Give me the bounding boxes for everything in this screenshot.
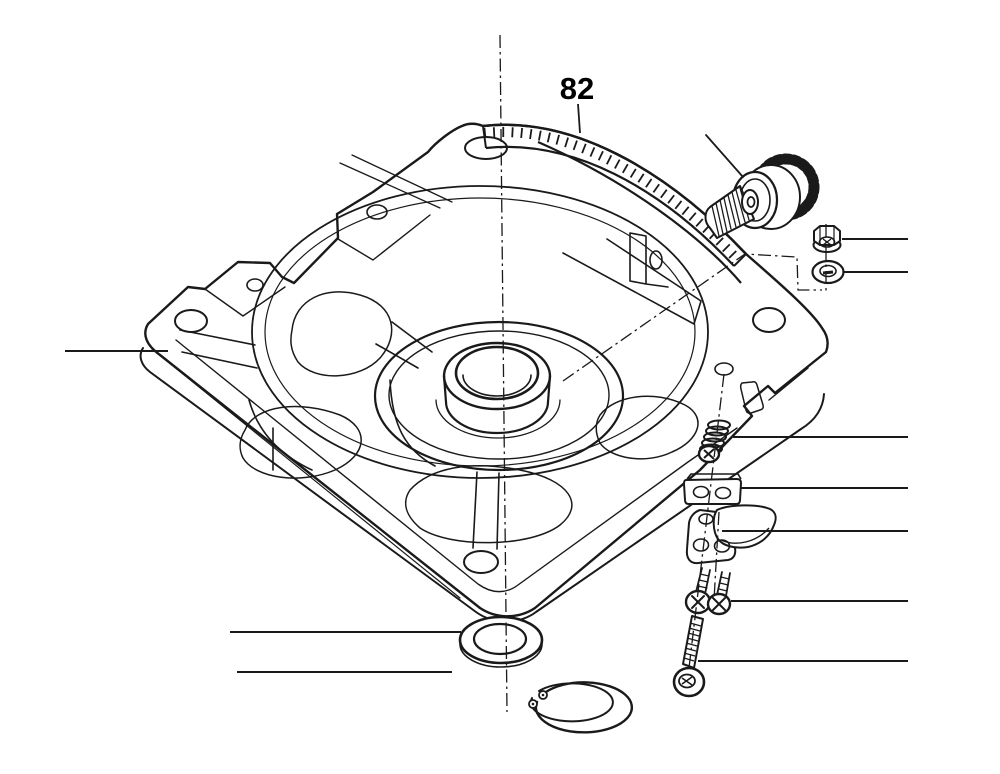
scale-fence-edge <box>537 140 742 284</box>
tab-hole-upper <box>366 204 388 220</box>
center-boss <box>373 320 625 472</box>
knurled-worm-knob <box>704 134 820 239</box>
flat-washer-large <box>458 615 544 668</box>
worm-shaft <box>704 185 759 239</box>
center-bore <box>454 345 540 401</box>
tab-hole-left <box>246 278 264 292</box>
pan-head-screws <box>684 567 732 616</box>
retaining-ring <box>528 681 634 734</box>
part-label-group: 82 <box>560 71 594 134</box>
pan-screw-1 <box>684 567 712 615</box>
part-label-leader-line <box>577 103 581 134</box>
bolt-hole-bottom <box>463 550 499 574</box>
main-centerline <box>499 34 508 713</box>
bracket-flag <box>712 504 777 549</box>
scale-end-caps <box>482 125 747 267</box>
pan-screw-2 <box>706 571 732 616</box>
part-number-label: 82 <box>560 71 594 106</box>
center-lines <box>499 34 827 713</box>
clamp-block <box>683 473 742 505</box>
knob-leader-line <box>705 134 744 178</box>
flat-washer-small <box>811 259 845 285</box>
base-casting <box>139 122 829 623</box>
pointer-bracket <box>685 504 777 565</box>
interior-pockets <box>239 291 699 544</box>
second-screw-axis <box>713 511 720 601</box>
pointer-pocket <box>739 381 764 414</box>
base-corner-hatch <box>339 154 453 209</box>
scale-inner-edge <box>485 145 735 267</box>
turntable-recess-outer <box>251 185 709 479</box>
bolt-hole-right <box>752 307 786 333</box>
hex-flange-nut <box>812 225 842 253</box>
socket-head-screw <box>672 615 706 698</box>
phillips-cross-icon <box>691 595 705 609</box>
scale-tick-marks <box>483 127 741 263</box>
fastener-stack-axis <box>688 373 725 669</box>
spring-screw <box>697 419 731 464</box>
phillips-cross-icon <box>712 597 726 611</box>
callout-lines <box>65 238 908 673</box>
interior-ribs <box>179 232 702 550</box>
phillips-cross-icon <box>703 448 715 460</box>
worm-to-nut-axis <box>562 253 822 382</box>
base-step-tabs <box>204 214 431 317</box>
